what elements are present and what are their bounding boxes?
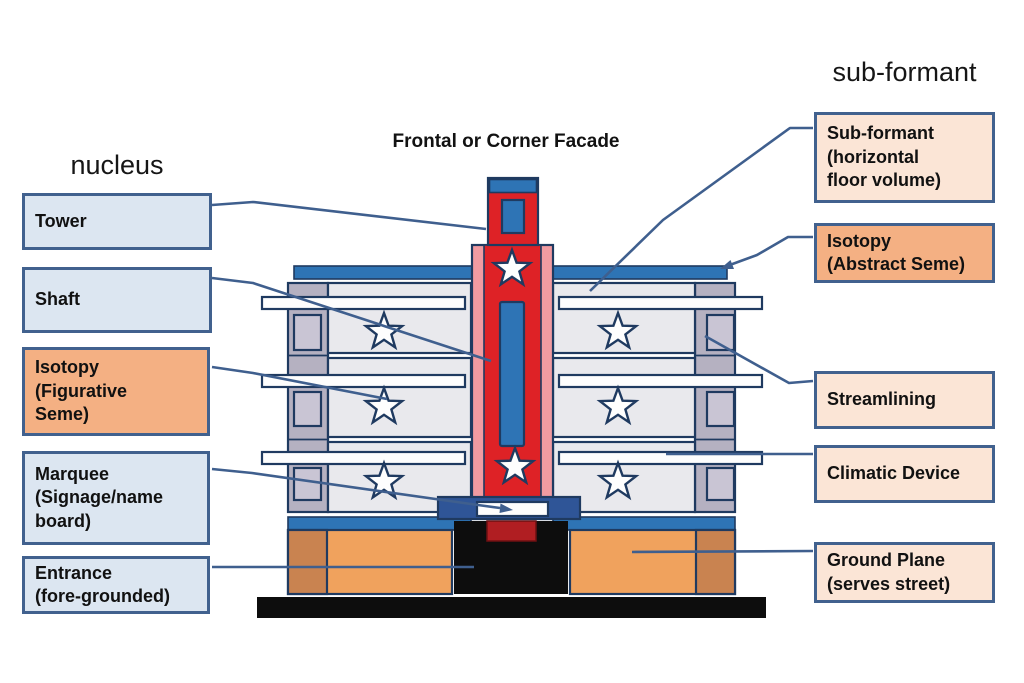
right-floor-2	[551, 356, 697, 439]
right-ground-pilaster	[694, 528, 737, 596]
left-floor-2	[326, 356, 473, 439]
diagram-title: Frontal or Corner Facade	[392, 131, 620, 152]
pilaster-window	[292, 390, 323, 428]
pilaster-window	[705, 390, 736, 428]
label-shaft: Shaft	[22, 267, 212, 333]
right-wing	[551, 281, 764, 514]
label-climatic-device: Climatic Device	[814, 445, 995, 503]
streamline-bar	[260, 295, 467, 311]
pilaster-window	[292, 466, 323, 502]
label-isotopy-abstract: Isotopy (Abstract Seme)	[814, 223, 995, 283]
leader-isotopy-abstract	[726, 235, 813, 268]
ground-plane-bar	[257, 597, 766, 618]
label-streamlining: Streamlining	[814, 371, 995, 429]
leader-isotopy-figurative	[211, 365, 388, 401]
leader-marquee	[211, 467, 501, 510]
tower-cap	[488, 178, 538, 194]
streamline-bar	[557, 295, 764, 311]
marquee-structure	[436, 495, 582, 521]
leader-ground-plane	[631, 549, 814, 554]
leader-shaft	[211, 276, 492, 363]
leader-lines	[211, 126, 814, 569]
heading-nucleus: nucleus	[70, 150, 164, 180]
label-tower: Tower	[22, 193, 212, 250]
shaft-blue-bar	[498, 300, 526, 448]
streamline-bar	[260, 450, 467, 466]
pilaster-window	[705, 466, 736, 502]
label-entrance: Entrance (fore-grounded)	[22, 556, 210, 614]
label-sub-formant: Sub-formant (horizontal floor volume)	[814, 112, 995, 203]
leader-streamlining	[704, 334, 814, 385]
marquee-sign-board	[475, 500, 550, 518]
arrowhead-icon	[720, 260, 734, 269]
left-ground-pilaster	[286, 528, 329, 596]
arrowhead-icon	[499, 503, 513, 513]
label-isotopy-figurative: Isotopy (Figurative Seme)	[22, 347, 210, 436]
leader-sub-formant	[589, 126, 813, 292]
left-floor-1	[326, 281, 473, 355]
tower-window	[500, 198, 526, 235]
heading-sub-formant: sub-formant	[832, 57, 977, 87]
tower-structure	[470, 176, 555, 542]
streamline-bar	[557, 373, 764, 389]
leader-tower	[211, 200, 487, 231]
pilaster-window	[292, 313, 323, 352]
label-ground-plane: Ground Plane (serves street)	[814, 542, 995, 603]
tower-base	[486, 520, 537, 542]
label-marquee: Marquee (Signage/name board)	[22, 451, 210, 545]
